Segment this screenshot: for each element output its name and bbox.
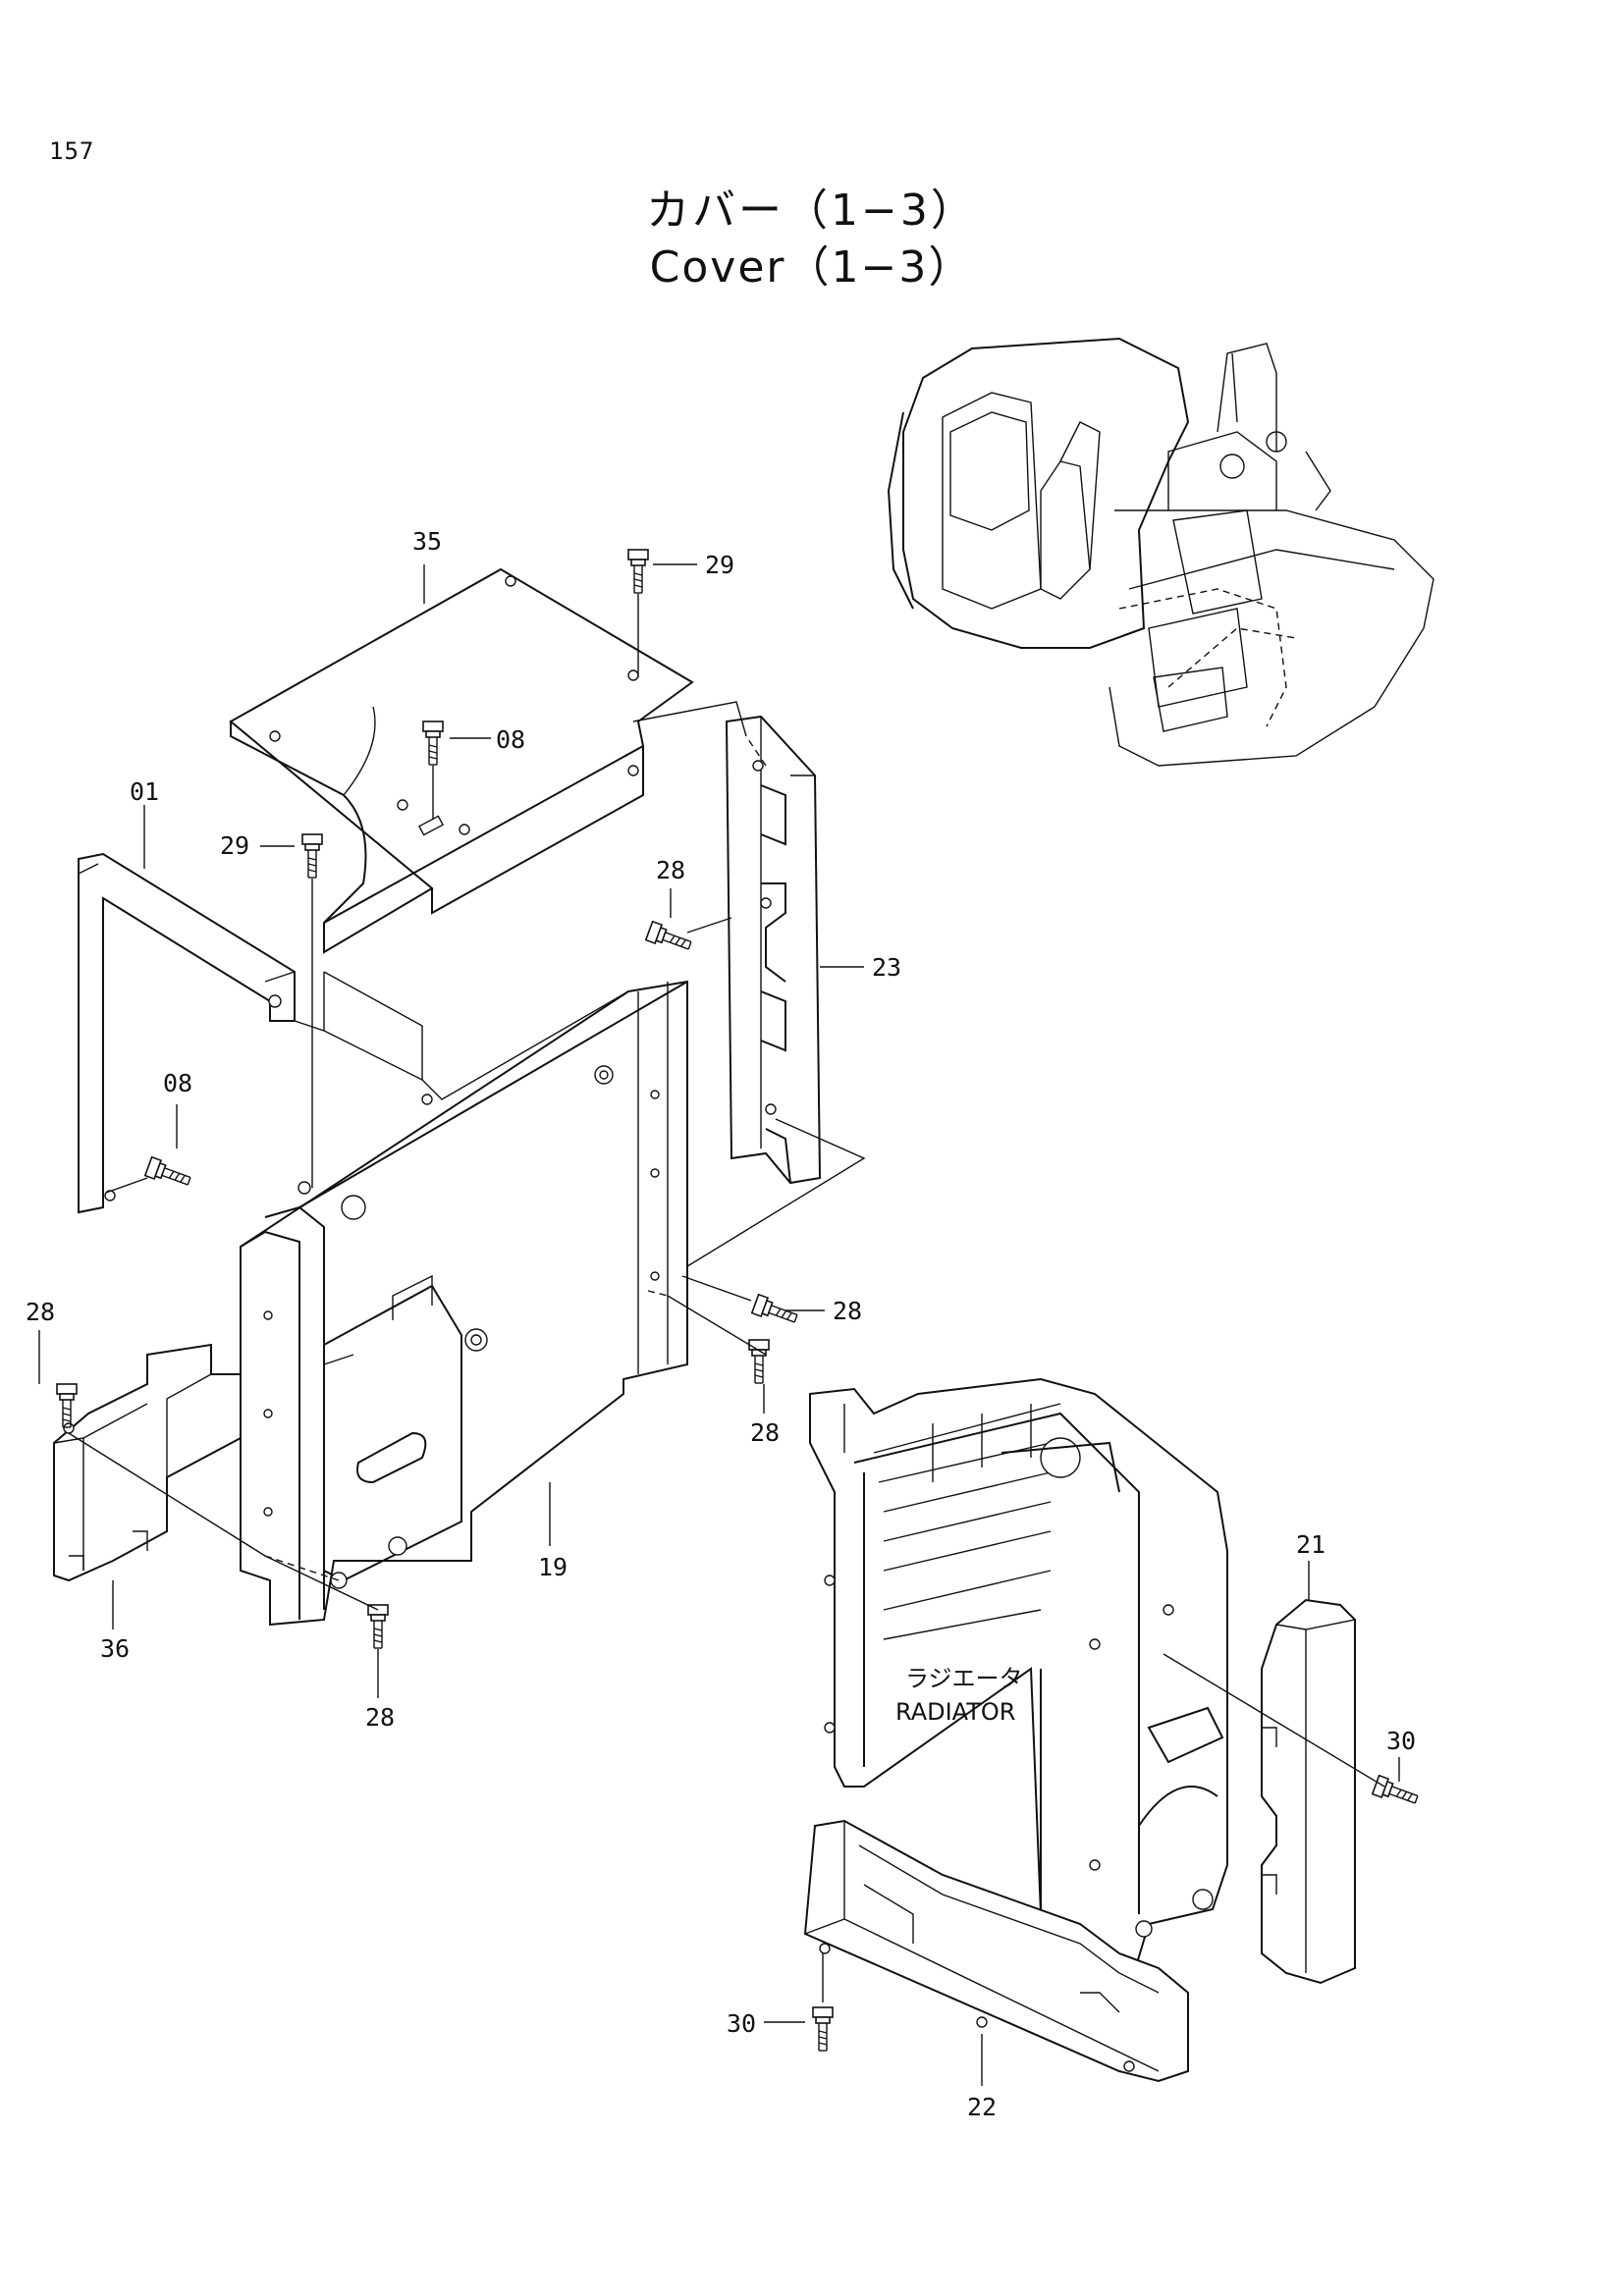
callout-01: 01 xyxy=(130,777,159,806)
callout-29: 29 xyxy=(705,551,734,579)
title-english: Cover（1−3） xyxy=(649,242,974,293)
callout-08: 08 xyxy=(163,1069,192,1097)
callout-28: 28 xyxy=(365,1703,395,1732)
callout-23: 23 xyxy=(872,953,901,982)
part-19-panel xyxy=(240,980,688,1627)
callout-28: 28 xyxy=(26,1298,55,1326)
assembly-lines xyxy=(68,594,1385,2002)
part-21-foam-strip xyxy=(1261,1598,1356,1985)
callout-leaders xyxy=(38,563,1400,2086)
callout-08: 08 xyxy=(496,725,525,754)
excavator-overview-icon xyxy=(887,337,1434,767)
callout-36: 36 xyxy=(100,1634,130,1663)
radiator-assembly xyxy=(809,1377,1228,1980)
part-36-foam-block xyxy=(53,1343,242,1582)
part-22-foam-bar xyxy=(803,1819,1189,2083)
callout-28: 28 xyxy=(656,856,685,884)
callout-28: 28 xyxy=(833,1297,862,1325)
title-japanese: カバー（1−3） xyxy=(646,186,977,236)
callout-19: 19 xyxy=(538,1553,568,1581)
callout-28: 28 xyxy=(750,1418,780,1447)
part-01-frame xyxy=(78,852,325,1214)
callout-29: 29 xyxy=(220,831,249,860)
callout-35: 35 xyxy=(412,527,442,556)
radiator-label-en: RADIATOR xyxy=(895,1698,1015,1726)
callout-30: 30 xyxy=(1386,1727,1416,1755)
callout-30: 30 xyxy=(727,2009,756,2038)
callout-21: 21 xyxy=(1296,1530,1325,1559)
radiator-label-jp: ラジエータ xyxy=(905,1665,1023,1692)
callout-22: 22 xyxy=(967,2093,997,2121)
part-23-side-bracket xyxy=(725,715,822,1185)
page-number: 157 xyxy=(49,137,95,165)
part-35-top-cover xyxy=(229,567,694,954)
